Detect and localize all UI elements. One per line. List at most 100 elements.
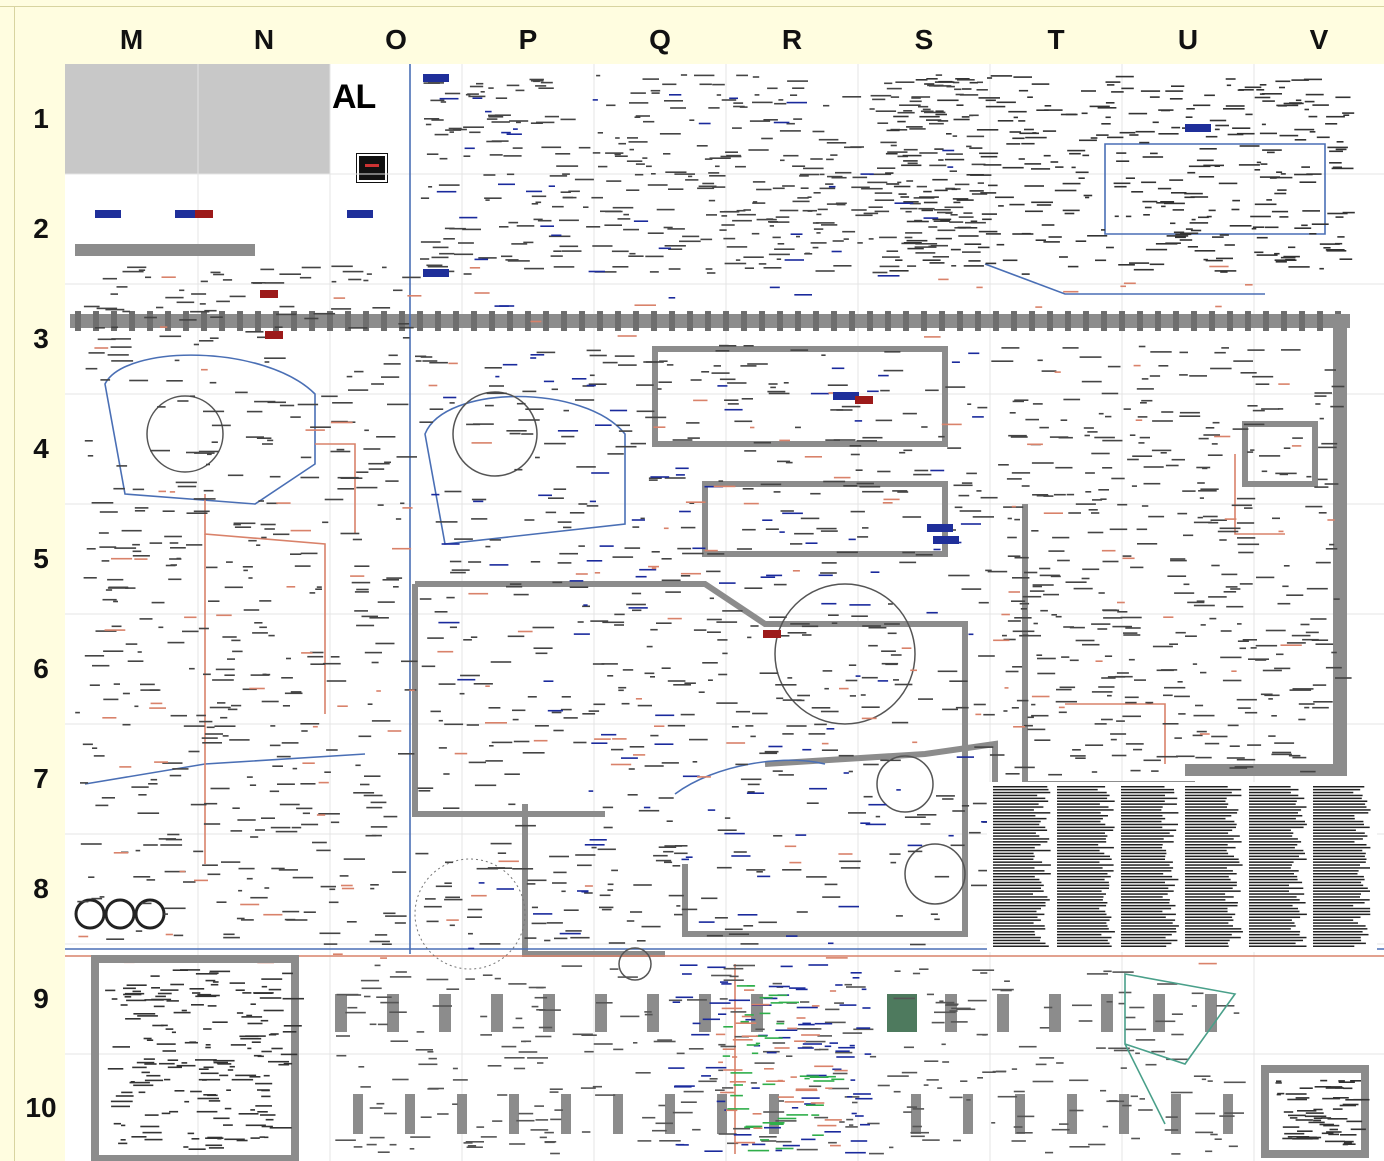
label-mark: [631, 92, 646, 94]
label-mark: [157, 1043, 176, 1045]
label-mark: [894, 998, 915, 1000]
label-mark: [354, 1146, 363, 1148]
label-mark: [184, 1101, 189, 1103]
label-mark: [980, 192, 996, 194]
label-mark-blue: [589, 790, 594, 792]
label-mark: [1247, 451, 1253, 453]
label-mark: [507, 85, 520, 87]
label-mark: [222, 636, 236, 638]
label-mark: [1271, 754, 1292, 756]
label-mark: [998, 464, 1009, 466]
label-mark: [689, 119, 694, 121]
label-mark: [1208, 454, 1223, 456]
text-block-line: [1185, 850, 1227, 852]
label-mark: [427, 153, 439, 155]
label-mark: [1117, 672, 1129, 674]
label-mark: [825, 884, 838, 886]
label-mark: [138, 651, 142, 653]
label-mark: [1076, 503, 1096, 505]
label-mark: [907, 1106, 917, 1108]
label-mark: [960, 1080, 967, 1082]
label-mark-blue: [847, 1096, 852, 1098]
label-mark: [509, 120, 528, 122]
text-block-line: [1057, 893, 1106, 895]
text-block-line: [1249, 830, 1291, 832]
label-mark-red: [111, 558, 132, 560]
label-mark: [797, 197, 808, 199]
label-mark-blue: [530, 357, 536, 359]
label-mark: [951, 845, 965, 847]
label-mark: [1224, 1082, 1246, 1084]
label-mark: [613, 1049, 623, 1051]
label-mark-blue: [768, 746, 782, 748]
label-mark: [968, 1000, 987, 1002]
label-mark: [502, 1046, 517, 1048]
text-block-line: [1057, 914, 1107, 916]
label-mark: [1033, 586, 1042, 588]
text-block-line: [1121, 937, 1166, 939]
label-mark: [271, 827, 291, 829]
label-mark: [938, 230, 956, 232]
label-mark: [131, 1081, 135, 1083]
label-mark: [750, 625, 758, 627]
label-mark: [959, 216, 974, 218]
label-mark: [923, 109, 931, 111]
label-mark: [950, 1097, 963, 1099]
label-mark: [664, 845, 682, 847]
label-mark: [208, 874, 221, 876]
label-mark: [584, 1051, 593, 1053]
label-mark-blue: [699, 921, 715, 923]
text-block-line: [1249, 815, 1302, 817]
label-mark-red: [744, 989, 754, 991]
transporter-block: [613, 1094, 623, 1134]
label-mark: [112, 998, 118, 1000]
label-mark: [239, 1113, 259, 1115]
label-mark: [1007, 478, 1022, 480]
label-mark: [643, 121, 654, 123]
label-mark: [1174, 696, 1190, 698]
label-mark: [89, 352, 105, 354]
label-mark: [235, 526, 251, 528]
label-mark-blue: [896, 789, 901, 791]
text-block-line: [1185, 792, 1232, 794]
label-mark: [1200, 488, 1218, 490]
label-mark: [169, 1111, 178, 1113]
label-mark: [778, 99, 783, 101]
label-mark: [450, 572, 466, 574]
label-mark: [1323, 247, 1330, 249]
label-mark: [144, 317, 157, 319]
label-mark: [973, 803, 987, 805]
label-mark: [823, 105, 829, 107]
label-mark: [964, 243, 981, 245]
label-mark: [986, 106, 1006, 108]
label-mark: [1254, 252, 1263, 254]
label-mark-red: [350, 575, 364, 577]
pathway-map[interactable]: AL: [65, 64, 1384, 1161]
label-mark: [891, 862, 897, 864]
label-mark: [770, 225, 774, 227]
label-mark: [1317, 137, 1330, 139]
label-mark: [1098, 489, 1109, 491]
label-mark: [1212, 236, 1224, 238]
label-mark: [747, 363, 768, 365]
label-mark-red: [812, 1005, 820, 1007]
label-mark-red: [313, 726, 318, 728]
label-mark: [471, 636, 477, 638]
label-mark: [977, 1077, 983, 1079]
label-mark-red: [485, 685, 490, 687]
label-mark-blue: [621, 757, 638, 759]
label-mark: [1017, 1116, 1034, 1118]
label-mark: [355, 591, 369, 593]
text-block-line: [1185, 835, 1240, 837]
text-block-line: [1057, 812, 1101, 814]
label-mark: [1123, 634, 1140, 636]
label-mark: [368, 463, 389, 465]
label-mark: [725, 151, 738, 153]
membrane-upper-left: [75, 244, 255, 256]
text-block-line: [1185, 876, 1229, 878]
text-block-line: [1121, 792, 1174, 794]
label-mark: [1238, 707, 1251, 709]
label-mark: [935, 114, 947, 116]
text-block-line: [993, 888, 1041, 890]
dna-loop: [136, 900, 164, 928]
